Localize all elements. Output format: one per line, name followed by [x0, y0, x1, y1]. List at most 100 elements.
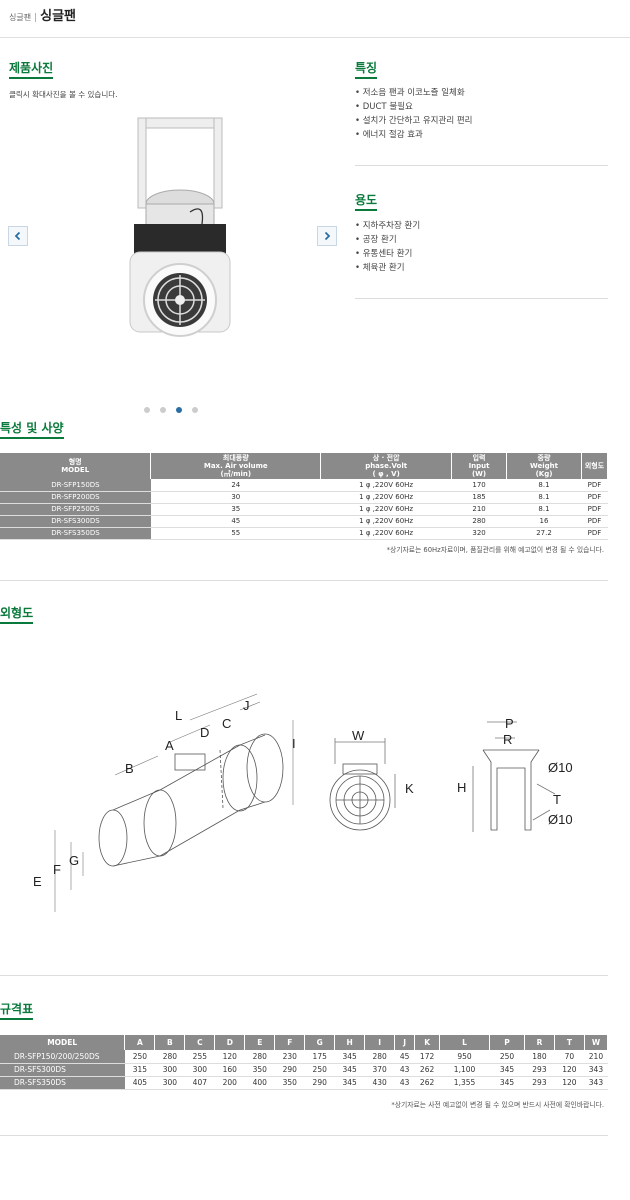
dimensions-divider — [0, 1135, 608, 1136]
usage-list: 지하주차장 환기 공장 환기 유통센타 환기 체육관 환기 — [355, 219, 420, 275]
dim-cell: 180 — [524, 1050, 555, 1064]
dim-label-A: A — [165, 738, 174, 753]
features-list: 저소음 팬과 이코노즐 일체화 DUCT 불필요 설치가 간단하고 유지관리 편… — [355, 86, 473, 142]
outline-drawing: L D C J A B I E F G W K P — [33, 693, 573, 912]
dim-cell: 120 — [554, 1063, 585, 1077]
breadcrumb-separator: | — [34, 13, 38, 23]
spec-cell: 1 φ ,220V 60Hz — [320, 479, 452, 492]
dim-label-W: W — [352, 728, 365, 743]
dim-cell: 290 — [274, 1063, 305, 1077]
dim-header-cell: K — [414, 1035, 441, 1050]
pdf-link[interactable]: PDF — [581, 479, 608, 492]
spec-cell: 1 φ ,220V 60Hz — [320, 491, 452, 504]
dim-label-K: K — [405, 781, 414, 796]
dim-label-hole-top: Ø10 — [548, 760, 573, 775]
spec-cell: 185 — [451, 491, 507, 504]
spec-divider — [0, 580, 608, 581]
dim-header-cell: L — [439, 1035, 491, 1050]
next-photo-button[interactable] — [317, 226, 337, 246]
feature-item: 설치가 간단하고 유지관리 편리 — [355, 114, 473, 128]
spec-note: *상기자료는 60Hz자료이며, 품질관리를 위해 예고없이 변경 될 수 있습… — [386, 546, 604, 554]
feature-item: 저소음 팬과 이코노즐 일체화 — [355, 86, 473, 100]
pdf-link[interactable]: PDF — [581, 515, 608, 528]
dim-cell: 300 — [184, 1063, 215, 1077]
pagination-dot-2[interactable] — [160, 407, 166, 413]
dim-cell: 290 — [304, 1076, 335, 1090]
dim-cell: 250 — [489, 1050, 525, 1064]
usage-item: 유통센타 환기 — [355, 247, 420, 261]
dim-header-cell: R — [524, 1035, 555, 1050]
dim-label-T: T — [553, 792, 561, 807]
dim-header-cell: W — [584, 1035, 609, 1050]
dim-header-cell: I — [364, 1035, 396, 1050]
dim-label-P: P — [505, 716, 514, 731]
pdf-link[interactable]: PDF — [581, 503, 608, 516]
dim-cell: 255 — [184, 1050, 215, 1064]
dim-label-B: B — [125, 761, 134, 776]
prev-photo-button[interactable] — [8, 226, 28, 246]
dim-cell: 345 — [334, 1050, 365, 1064]
pagination-dot-3[interactable] — [176, 407, 182, 413]
dim-cell: 120 — [554, 1076, 585, 1090]
spec-cell: 35 — [150, 503, 321, 516]
dim-cell: 345 — [334, 1063, 365, 1077]
dim-header-cell: MODEL — [0, 1035, 126, 1050]
dim-label-C: C — [222, 716, 231, 731]
dim-label-R: R — [503, 732, 512, 747]
dim-label-G: G — [69, 853, 79, 868]
spec-cell: 280 — [451, 515, 507, 528]
dim-cell: 210 — [584, 1050, 608, 1064]
dim-header-cell: D — [214, 1035, 246, 1050]
dim-label-hole-bottom: Ø10 — [548, 812, 573, 827]
spec-cell: 16 — [506, 515, 582, 528]
spec-cell: 320 — [451, 527, 507, 540]
dim-cell: 407 — [184, 1076, 215, 1090]
dim-header-cell: G — [304, 1035, 336, 1050]
dim-cell: 43 — [394, 1063, 415, 1077]
pdf-link[interactable]: PDF — [581, 491, 608, 504]
features-title: 특징 — [355, 61, 378, 79]
dim-cell: 315 — [124, 1063, 155, 1077]
dim-cell: 160 — [214, 1063, 245, 1077]
page-title: 싱글팬 — [40, 9, 77, 24]
spec-cell: 27.2 — [506, 527, 582, 540]
dim-label-E: E — [33, 874, 42, 889]
dim-cell: 293 — [524, 1076, 555, 1090]
dim-cell: 175 — [304, 1050, 335, 1064]
dim-cell: 45 — [394, 1050, 415, 1064]
pagination-dot-1[interactable] — [144, 407, 150, 413]
usage-divider — [355, 298, 608, 299]
pagination-dot-4[interactable] — [192, 407, 198, 413]
dim-label-I: I — [292, 736, 296, 751]
dim-cell: 1,100 — [439, 1063, 490, 1077]
breadcrumb-parent[interactable]: 싱글팬 — [9, 13, 32, 22]
spec-cell: 170 — [451, 479, 507, 492]
dim-header-cell: B — [154, 1035, 186, 1050]
product-photo[interactable] — [120, 112, 240, 352]
dim-cell: 262 — [414, 1076, 440, 1090]
chevron-left-icon — [14, 231, 21, 241]
pdf-link[interactable]: PDF — [581, 527, 608, 540]
dim-cell: 345 — [489, 1076, 525, 1090]
photo-section-title: 제품사진 — [9, 61, 54, 79]
dim-header-cell: E — [244, 1035, 276, 1050]
spec-cell: 1 φ ,220V 60Hz — [320, 515, 452, 528]
dim-cell: 280 — [364, 1050, 395, 1064]
dim-model-cell: DR-SFS350DS — [0, 1076, 125, 1090]
dim-cell: 230 — [274, 1050, 305, 1064]
dim-cell: 250 — [124, 1050, 155, 1064]
dim-cell: 400 — [244, 1076, 275, 1090]
dim-header-cell: A — [124, 1035, 156, 1050]
dim-cell: 300 — [154, 1076, 185, 1090]
